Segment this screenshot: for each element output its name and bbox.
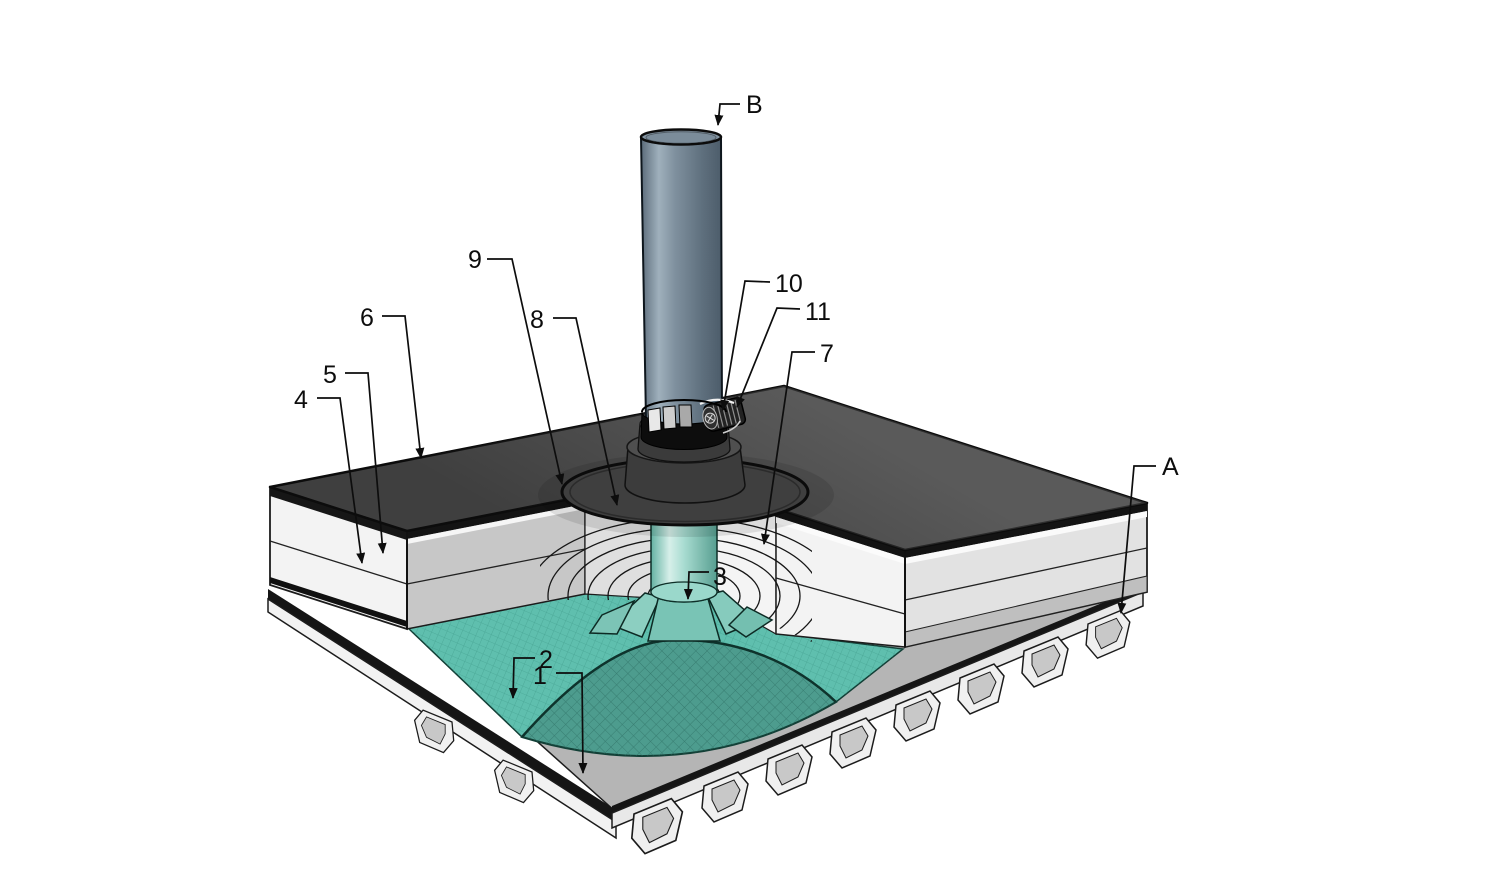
callout-8: 8 [530,306,544,334]
leader-9 [487,258,565,485]
leader-8 [553,317,620,506]
callout-labels: B 9 8 6 5 4 10 11 7 A 3 2 1 [294,91,1179,690]
leader-3 [683,571,709,600]
callout-A: A [1162,453,1179,481]
clamp-band [640,411,728,450]
leader-6 [382,315,425,459]
insulation-right-block [715,472,1148,649]
leader-2 [508,657,535,699]
vapour-barrier-membrane [405,585,905,757]
hose-clamp [640,397,747,450]
pipe [639,128,724,433]
callout-3: 3 [713,563,727,591]
pipe-body [640,136,724,433]
leader-lines [317,103,1156,774]
callout-7: 7 [820,340,834,368]
leader-7 [760,351,815,545]
leader-1 [556,672,588,774]
leader-A [1117,465,1156,614]
leader-10 [720,280,771,411]
callout-10: 10 [775,270,803,298]
leader-5 [345,372,387,554]
leader-B [714,103,740,126]
callout-5: 5 [323,361,337,389]
clamp-worm-screw [702,397,747,432]
callout-2: 2 [539,646,553,674]
leader-11 [736,307,801,408]
callout-1: 1 [533,662,547,690]
callout-11: 11 [805,298,831,326]
callout-9: 9 [468,246,482,274]
leader-4 [317,397,366,564]
callout-B: B [746,91,763,119]
callout-6: 6 [360,304,374,332]
callout-4: 4 [294,386,308,414]
